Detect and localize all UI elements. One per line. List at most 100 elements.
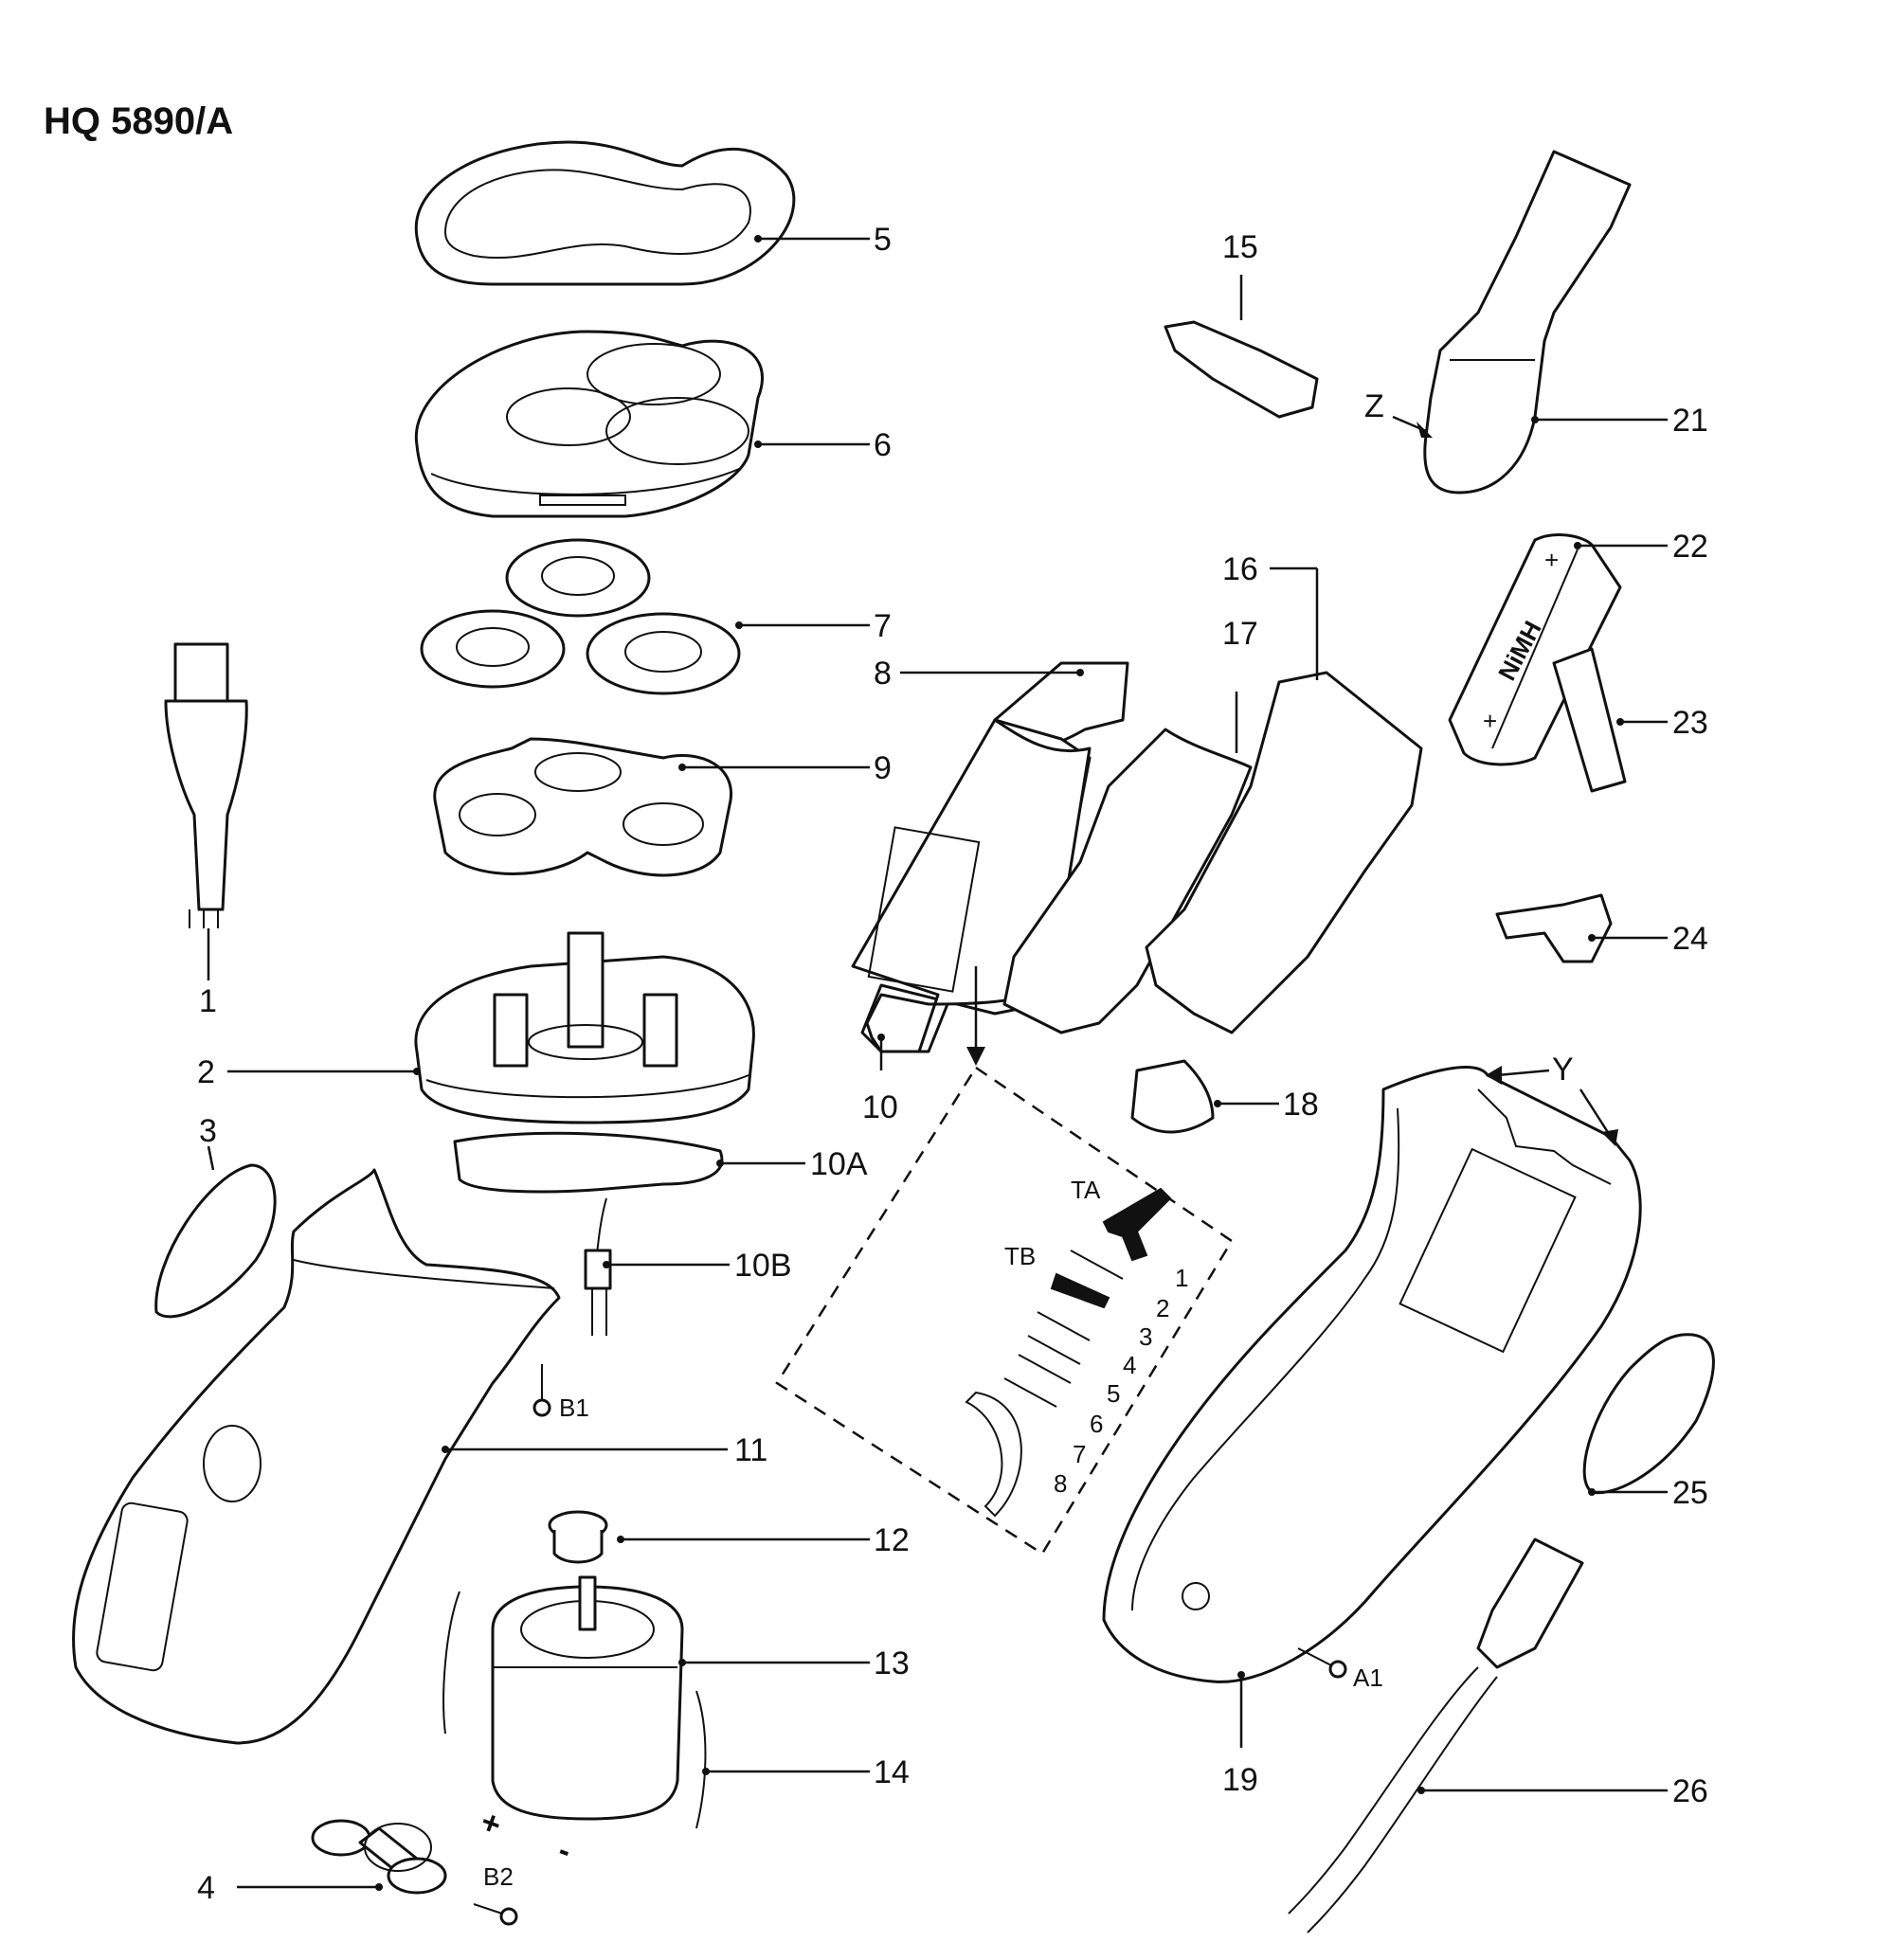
part-10a-housing-skirt xyxy=(453,1131,724,1194)
battery-plus-top: + xyxy=(1544,546,1559,574)
callout-7: 7 xyxy=(874,608,892,644)
screw-b2 xyxy=(473,1903,518,1926)
part-23-insulation-strip xyxy=(1552,647,1627,793)
part-22-battery-pack: NiMH + + xyxy=(1448,533,1622,766)
leader-24-dot xyxy=(1588,934,1596,942)
callout-14: 14 xyxy=(874,1754,910,1790)
callout-z: Z xyxy=(1364,388,1384,424)
part-24-clip xyxy=(1495,893,1613,963)
contact-strips xyxy=(965,1187,1172,1518)
screw-b1 xyxy=(532,1364,551,1417)
part-5-protection-cap xyxy=(414,140,796,286)
part-9-cutter-holder xyxy=(433,737,732,877)
part-14-motor-clips xyxy=(442,1591,707,1829)
callout-4: 4 xyxy=(197,1870,215,1906)
callout-10a: 10A xyxy=(810,1146,868,1182)
callout-3: 3 xyxy=(199,1113,217,1149)
motor-minus-label: - xyxy=(553,1832,576,1870)
leader-8-dot xyxy=(1076,669,1084,676)
callout-8: 8 xyxy=(874,656,892,692)
detail-number: 8 xyxy=(1054,1469,1067,1498)
leader-10a-dot xyxy=(716,1160,724,1167)
leader-19-dot xyxy=(1237,1671,1245,1679)
detail-number: 3 xyxy=(1139,1322,1152,1351)
callout-labels: 5 6 7 9 8 1 2 3 10A 10B 11 12 13 14 4 10… xyxy=(197,222,1708,1906)
leader-11-dot xyxy=(442,1446,449,1453)
leader-4-dot xyxy=(375,1883,383,1891)
callout-19: 19 xyxy=(1222,1762,1258,1798)
part-18-socket xyxy=(1130,1059,1215,1134)
y-arrow-1-head xyxy=(1486,1066,1502,1085)
part-7-cutter-set xyxy=(420,538,741,695)
z-arrow-head xyxy=(1417,422,1433,438)
callout-22: 22 xyxy=(1672,529,1708,565)
leader-9-dot xyxy=(678,764,686,771)
callout-1: 1 xyxy=(199,983,217,1019)
callout-21: 21 xyxy=(1672,403,1708,439)
part-4-coupling xyxy=(311,1819,447,1895)
leader-12-dot xyxy=(617,1536,624,1543)
leader-26-dot xyxy=(1417,1787,1425,1794)
part-17-circuit-board xyxy=(1002,728,1253,1034)
callout-24: 24 xyxy=(1672,921,1708,957)
part-19-back-housing xyxy=(1102,1066,1642,1683)
callout-10: 10 xyxy=(862,1089,898,1125)
detail-arrow-head xyxy=(966,1047,985,1066)
part-26-power-cord xyxy=(1288,1537,1584,1933)
model-title: HQ 5890/A xyxy=(44,100,234,142)
detail-number: 1 xyxy=(1175,1264,1188,1292)
callout-26: 26 xyxy=(1672,1773,1708,1809)
callout-ta: TA xyxy=(1071,1176,1101,1204)
callout-25: 25 xyxy=(1672,1475,1708,1511)
leader-13-dot xyxy=(678,1659,686,1666)
detail-number: 6 xyxy=(1090,1410,1103,1438)
leader-3 xyxy=(207,1145,215,1171)
callout-b2: B2 xyxy=(483,1862,514,1891)
leader-25-dot xyxy=(1588,1488,1596,1496)
callout-6: 6 xyxy=(874,427,892,463)
leader-5-dot xyxy=(754,235,762,243)
part-13-motor xyxy=(491,1575,684,1821)
leader-21-dot xyxy=(1531,416,1539,423)
callout-5: 5 xyxy=(874,222,892,258)
part-25-side-panel xyxy=(1582,1333,1715,1495)
callout-16: 16 xyxy=(1222,551,1258,587)
part-21-trimmer xyxy=(1423,150,1632,494)
callout-tb: TB xyxy=(1004,1242,1036,1270)
y-arrow-2 xyxy=(1579,1088,1613,1138)
detail-frame xyxy=(775,1066,1234,1555)
motor-plus-label: + xyxy=(476,1804,506,1844)
callout-17: 17 xyxy=(1222,616,1258,652)
y-arrow-2-head xyxy=(1601,1129,1618,1146)
callout-b1: B1 xyxy=(559,1394,589,1422)
part-1-cleaning-brush xyxy=(164,642,248,928)
callout-a1: A1 xyxy=(1353,1663,1383,1692)
screw-a1 xyxy=(1297,1647,1347,1679)
callout-y: Y xyxy=(1552,1052,1574,1088)
detail-numbers: 1 2 3 4 5 6 7 8 xyxy=(1054,1264,1188,1498)
part-12-gear xyxy=(548,1510,608,1564)
detail-number: 4 xyxy=(1123,1351,1136,1379)
part-16-circuit-board xyxy=(1145,671,1423,1034)
callout-9: 9 xyxy=(874,750,892,786)
part-3-side-panel xyxy=(154,1163,277,1319)
part-6-shaving-unit-frame xyxy=(414,330,765,518)
leader-22-dot xyxy=(1574,542,1581,549)
part-10b-wire xyxy=(584,1197,612,1336)
callout-15: 15 xyxy=(1222,229,1258,265)
leader-14-dot xyxy=(702,1768,710,1775)
leader-10b-dot xyxy=(603,1261,610,1268)
callout-10b: 10B xyxy=(734,1248,792,1284)
y-arrow-1 xyxy=(1496,1069,1550,1077)
callout-18: 18 xyxy=(1283,1087,1319,1123)
part-11-front-housing xyxy=(72,1168,561,1745)
callout-23: 23 xyxy=(1672,705,1708,741)
callout-11: 11 xyxy=(734,1432,767,1468)
leader-18-dot xyxy=(1214,1100,1221,1107)
leader-10-dot xyxy=(877,1034,885,1041)
leader-23-dot xyxy=(1616,718,1624,726)
leader-2-dot xyxy=(413,1068,421,1075)
detail-number: 7 xyxy=(1073,1440,1086,1468)
leader-7-dot xyxy=(735,621,743,629)
